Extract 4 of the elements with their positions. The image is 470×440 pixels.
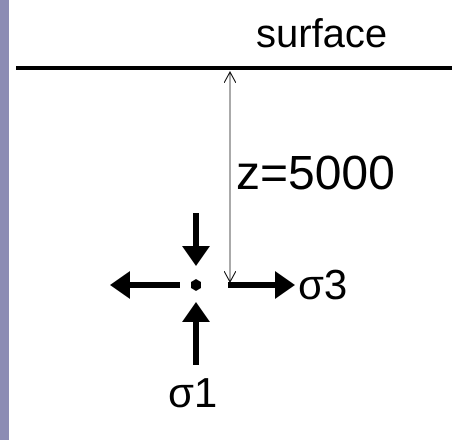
text-label: σ3: [298, 264, 348, 306]
text-label: z=5000: [236, 150, 395, 198]
text-label: surface: [256, 14, 388, 54]
text-label: σ1: [168, 372, 218, 414]
